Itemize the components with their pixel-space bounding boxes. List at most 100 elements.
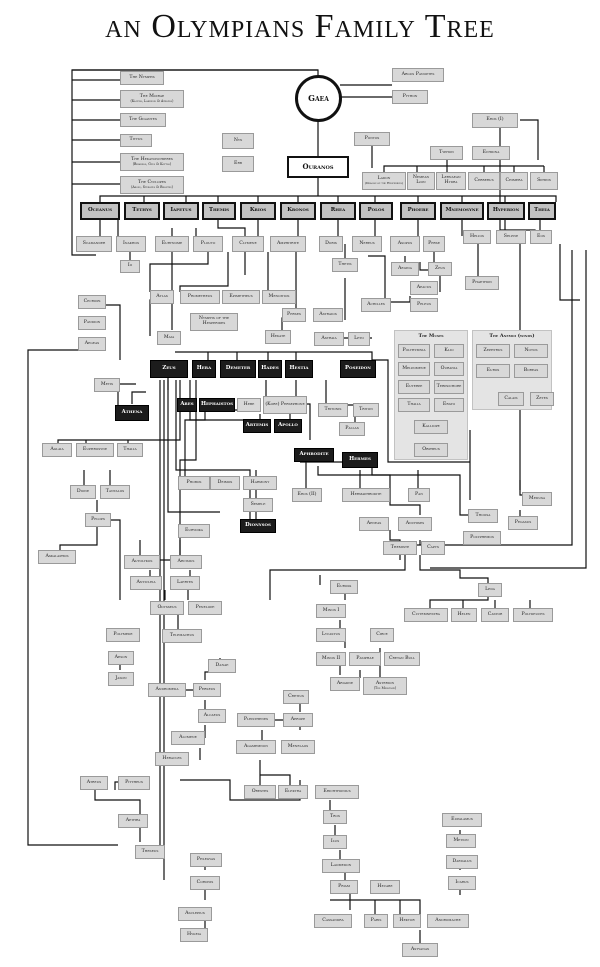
node-orestes: Orestes [244, 785, 276, 799]
node-prometheus: Prometheus [180, 290, 220, 304]
node-priam: Priam [330, 880, 358, 894]
node-ladon-sub: (Dragon of the Hesperides) [364, 180, 404, 185]
node-orpheus: Orpheus [414, 443, 448, 457]
node-hekatonchieres-label: The Hekatonchieres [131, 156, 173, 162]
node-odysseus: Odysseus [150, 601, 184, 615]
node-laertes: Laertes [170, 576, 200, 590]
node-cretius: Cretius [283, 690, 309, 704]
node-the-gigantes: The Gigantes [120, 113, 166, 127]
node-polydeuces: Polydeuces [513, 608, 553, 622]
wind-notos: Notos [514, 344, 548, 358]
node-zetes: Zetes [530, 392, 554, 406]
node-maia: Maia [157, 331, 181, 345]
node-hecabe: Hecabe [370, 880, 400, 894]
muse-kalliope: Kalliope [414, 420, 448, 434]
node-metion: Metion [446, 834, 476, 848]
node-alcmene: Alcmene [171, 731, 205, 745]
node-peleus: Peleus [410, 298, 438, 312]
node-pontos: Pontos [354, 132, 390, 146]
muse-ourania: Ourania [434, 362, 464, 376]
node-polos: Polos [359, 202, 393, 220]
node-paris: Paris [364, 914, 388, 928]
node-europa: Europa [330, 580, 358, 594]
node-aeson: Aeson [108, 651, 134, 665]
node-pleisthenes: Pleisthenes [237, 713, 275, 727]
node-pandion: Pandion [78, 316, 106, 330]
node-the-cyclopes: The Cyclopes (Arges, Steropes & Brontes) [120, 176, 184, 194]
node-aeacus: Aeacus [410, 281, 438, 295]
node-agamemnon: Agamemnon [236, 740, 276, 754]
node-cretan-bull: Cretan Bull [384, 652, 420, 666]
node-asterion-label: Asterion [375, 680, 395, 686]
page-title: an Olympians Family Tree [105, 8, 495, 45]
node-the-moirae-sub: (Klotho, Lakhesis & Atropos) [130, 98, 174, 103]
node-ares: Ares [177, 398, 197, 412]
node-amphitrite: Amphitrite [270, 236, 306, 252]
node-perse: Perse [423, 236, 445, 252]
node-andromeda: Andromeda [148, 683, 186, 697]
wind-euros: Euros [476, 364, 510, 378]
node-andromache: Andromache [427, 914, 469, 928]
node-doris: Doris [319, 236, 343, 252]
node-echidna: Echidna [472, 146, 510, 160]
node-hyperion: Hyperion [487, 202, 525, 220]
node-coronis: Coronis [190, 876, 220, 890]
muse-thalia: Thalia [398, 398, 430, 412]
node-leda: Leda [478, 583, 502, 597]
node-the-moirae-label: The Moirae [139, 93, 165, 99]
node-apollo: Apollo [274, 419, 302, 433]
node-the-nymphs: The Nymphs [120, 71, 164, 85]
node-io: Io [120, 260, 140, 273]
node-kore-persephone: (Kore) Persephone [263, 396, 307, 414]
node-laomedon: Laomedon [322, 859, 360, 873]
node-kronos: Kronos [280, 202, 316, 220]
node-harmony: Harmony [243, 476, 277, 490]
node-nemean-lion: Nemean Lion [407, 172, 435, 190]
node-elektra: Elektra [278, 785, 308, 799]
node-ariadne: Ariadne [330, 677, 360, 691]
node-semele: Semele [243, 498, 273, 512]
node-pasiphae: Pasiphae [349, 652, 381, 666]
node-phaethon: Phaethon [465, 276, 499, 290]
node-lernaean-hydra: Lernaean Hydra [436, 172, 466, 190]
node-danae: Danae [208, 659, 236, 673]
node-helios: Helios [463, 230, 491, 244]
node-aegina: Aegina [391, 262, 419, 276]
node-phoebe: Phoebe [400, 202, 436, 220]
node-zeus-small: Zeus [428, 262, 452, 276]
node-minos-1: Minos I [316, 604, 346, 618]
node-circe: Circe [370, 628, 394, 642]
node-hermaphrodite: Hermaphrodite [342, 488, 390, 502]
node-epimetheus: Epimetheus [222, 290, 260, 304]
node-castor: Castor [481, 608, 509, 622]
wind-zephyrus: Zephyrus [476, 344, 510, 358]
node-aeneas: Aeneas [359, 517, 389, 531]
node-telemachus: Telemachus [162, 629, 202, 643]
node-tritonis: Tritonis [318, 403, 348, 417]
node-lycastus: Lycastus [316, 628, 346, 642]
node-astraios: Astraios [313, 308, 343, 322]
node-asclepius: Asclepius [178, 907, 212, 921]
node-themiste: Themiste [383, 541, 417, 555]
node-aglaia: Aglaia [42, 443, 72, 457]
node-polymede: Polymede [106, 628, 140, 642]
node-euphrosyne: Euphrosyne [76, 443, 114, 457]
node-tantalos: Tantalos [100, 485, 130, 499]
node-thalia: Thalia [117, 443, 143, 457]
node-nyx: Nyx [222, 133, 254, 149]
node-themis: Themis [202, 202, 236, 220]
node-astyanax: Astyanax [402, 943, 438, 957]
node-perseus: Perseus [193, 683, 221, 697]
muse-euterpe: Euterpe [398, 380, 430, 394]
node-cecrops: Cecrops [78, 295, 106, 309]
node-typhon: Typhon [430, 146, 463, 160]
node-theseus: Theseus [135, 845, 165, 859]
node-pittheus: Pittheus [118, 776, 150, 790]
node-erb: Erb [222, 156, 254, 172]
node-dionysos: Dionysos [240, 519, 276, 533]
node-demeter: Demeter [220, 360, 256, 378]
node-aerope: Aerope [283, 713, 313, 727]
node-dione: Dione [70, 485, 96, 499]
node-polyphemos: Polyphemos [463, 531, 501, 545]
